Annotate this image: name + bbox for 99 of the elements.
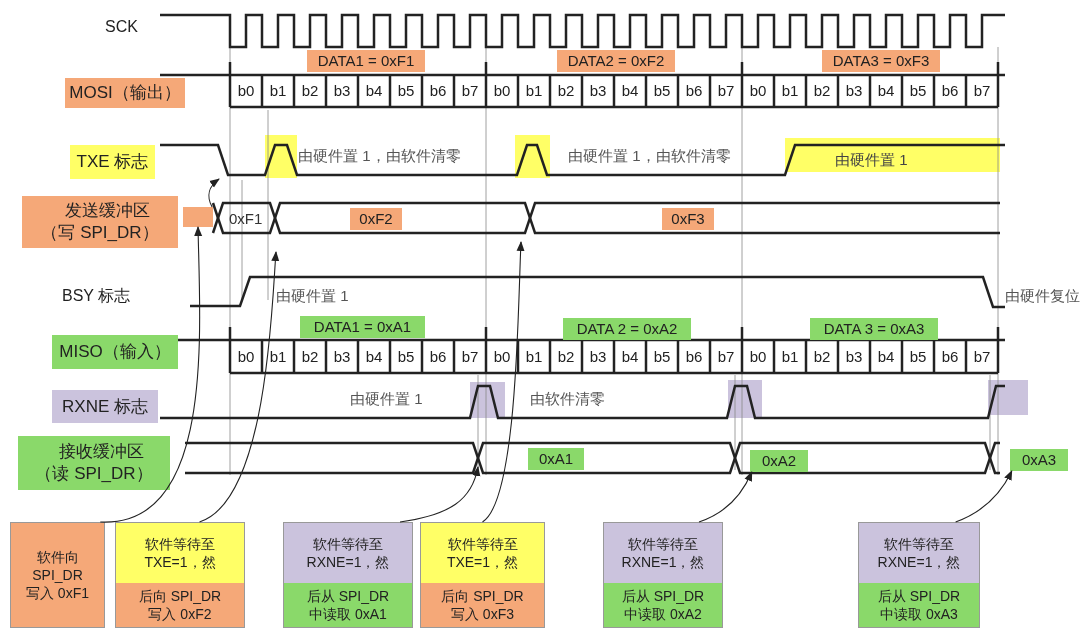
- arrow: [198, 251, 280, 523]
- note-box: [858, 522, 980, 628]
- value-tag: 0xF2: [350, 208, 402, 230]
- signal-label: 发送缓冲区（写 SPI_DR）: [22, 196, 178, 248]
- arrow: [399, 466, 480, 523]
- value-tag: 0xA1: [528, 448, 584, 470]
- bit-label: b5: [652, 349, 672, 364]
- bit-label: b5: [908, 83, 928, 98]
- arrow: [481, 241, 525, 523]
- bit-label: b6: [684, 83, 704, 98]
- note-box: [283, 522, 413, 628]
- bit-label: b0: [748, 83, 768, 98]
- arrow: [955, 470, 1013, 523]
- annotation: 由硬件复位: [1005, 288, 1080, 303]
- bit-label: b6: [428, 349, 448, 364]
- bit-label: b5: [652, 83, 672, 98]
- bit-label: b3: [844, 83, 864, 98]
- value-tag: 0xA2: [750, 450, 808, 472]
- signal-name: BSY 标志: [62, 288, 131, 304]
- data-tag: DATA1 = 0xA1: [300, 316, 425, 338]
- bit-label: b4: [876, 83, 896, 98]
- note-box: [115, 522, 245, 628]
- bit-label: b3: [844, 349, 864, 364]
- bit-label: b1: [780, 83, 800, 98]
- annotation: 由硬件置 1: [350, 391, 423, 406]
- annotation: 由软件清零: [530, 391, 605, 406]
- bit-label: b1: [524, 349, 544, 364]
- value-tag: 0xA3: [1010, 449, 1068, 471]
- bit-label: b3: [332, 349, 352, 364]
- bit-label: b2: [300, 349, 320, 364]
- bit-label: b6: [940, 83, 960, 98]
- bit-label: b6: [684, 349, 704, 364]
- bit-label: b1: [268, 349, 288, 364]
- note-text: 软件等待至 RXNE=1，然: [859, 523, 979, 583]
- signal-label: MISO（输入）: [52, 335, 178, 369]
- note-text: 软件等待至 RXNE=1，然: [604, 523, 722, 583]
- bit-label: b4: [364, 349, 384, 364]
- bit-label: b2: [812, 349, 832, 364]
- bit-label: b0: [492, 349, 512, 364]
- signal-name: SCK: [105, 19, 138, 35]
- note-box: [420, 522, 545, 628]
- bit-label: b3: [332, 83, 352, 98]
- arrow: [698, 471, 753, 523]
- data-tag: DATA 3 = 0xA3: [810, 318, 938, 340]
- annotation: 由硬件置 1，由软件清零: [568, 148, 731, 163]
- arrow: [99, 226, 203, 523]
- note-text: 软件等待至 TXE=1，然: [116, 523, 244, 583]
- bit-label: b3: [588, 349, 608, 364]
- signal-label: TXE 标志: [70, 145, 155, 179]
- value-label: 0xF1: [229, 211, 263, 226]
- value-tag: 0xF3: [662, 208, 714, 230]
- note-text: 后向 SPI_DR 写入 0xF3: [421, 583, 544, 627]
- bit-label: b2: [556, 83, 576, 98]
- annotation: 由硬件置 1，由软件清零: [298, 148, 461, 163]
- arrow: [208, 178, 220, 208]
- data-tag: DATA3 = 0xF3: [822, 50, 940, 72]
- bit-label: b0: [492, 83, 512, 98]
- note-text: 后从 SPI_DR 中读取 0xA3: [859, 583, 979, 627]
- signal-label: RXNE 标志: [52, 390, 158, 423]
- bit-label: b2: [556, 349, 576, 364]
- bit-label: b4: [364, 83, 384, 98]
- annotation: 由硬件置 1: [835, 152, 908, 167]
- note-text: 软件等待至 RXNE=1，然: [284, 523, 412, 583]
- bit-label: b6: [940, 349, 960, 364]
- bit-label: b5: [396, 83, 416, 98]
- signal-label: 接收缓冲区（读 SPI_DR）: [18, 436, 170, 490]
- bit-label: b7: [460, 349, 480, 364]
- bit-label: b0: [748, 349, 768, 364]
- bit-label: b7: [460, 83, 480, 98]
- data-tag: DATA1 = 0xF1: [307, 50, 425, 72]
- bit-label: b0: [236, 83, 256, 98]
- bit-label: b5: [908, 349, 928, 364]
- bit-label: b1: [268, 83, 288, 98]
- note-text: 后从 SPI_DR 中读取 0xA2: [604, 583, 722, 627]
- bit-label: b5: [396, 349, 416, 364]
- bit-label: b7: [716, 83, 736, 98]
- note-text: 软件等待至 TXE=1，然: [421, 523, 544, 583]
- note-text: 软件向 SPI_DR 写入 0xF1: [11, 523, 104, 627]
- data-tag: DATA2 = 0xF2: [557, 50, 675, 72]
- annotation: 由硬件置 1: [276, 288, 349, 303]
- filled-square: [183, 207, 213, 227]
- bit-label: b2: [812, 83, 832, 98]
- bit-label: b4: [620, 83, 640, 98]
- note-box: [603, 522, 723, 628]
- note-text: 后从 SPI_DR 中读取 0xA1: [284, 583, 412, 627]
- bit-label: b7: [972, 83, 992, 98]
- bit-label: b1: [780, 349, 800, 364]
- bit-label: b0: [236, 349, 256, 364]
- bit-label: b4: [876, 349, 896, 364]
- bit-label: b1: [524, 83, 544, 98]
- note-text: 后向 SPI_DR 写入 0xF2: [116, 583, 244, 627]
- bit-label: b4: [620, 349, 640, 364]
- bit-label: b2: [300, 83, 320, 98]
- signal-label: MOSI（输出）: [65, 78, 185, 108]
- bit-label: b3: [588, 83, 608, 98]
- bit-label: b7: [972, 349, 992, 364]
- bit-label: b6: [428, 83, 448, 98]
- bit-label: b7: [716, 349, 736, 364]
- data-tag: DATA 2 = 0xA2: [563, 318, 691, 340]
